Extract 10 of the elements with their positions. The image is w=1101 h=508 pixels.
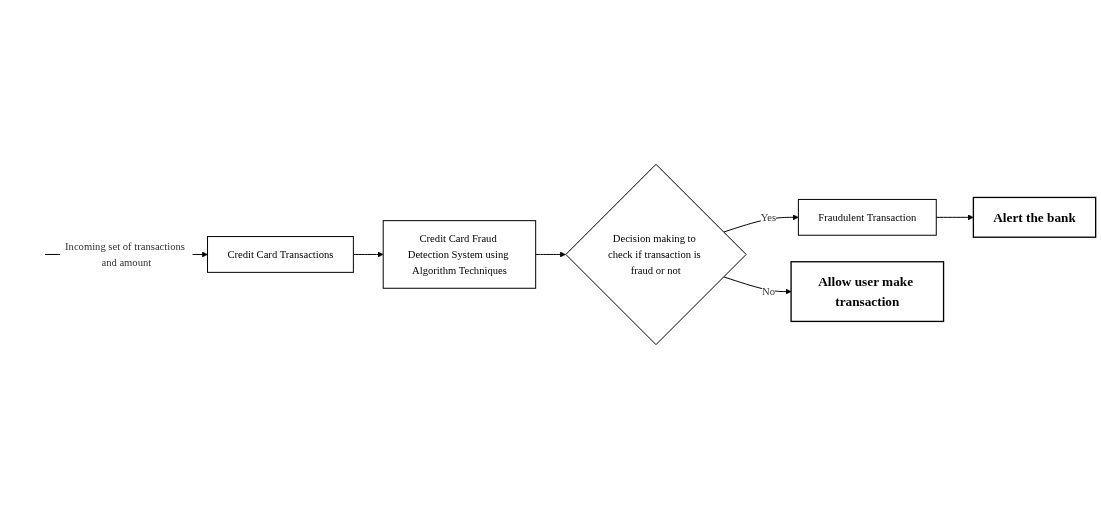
node-box: Credit Card Fraud Detection System using Algorithm Techniques — [382, 219, 537, 289]
node-diamond: Decision making to check if transaction is fraud or not — [565, 163, 747, 345]
node-box: Allow user make transaction — [790, 260, 945, 322]
edge-label: Incoming set of transactions and amount — [65, 240, 185, 268]
arrow — [723, 275, 792, 295]
edge-label: Yes — [760, 210, 777, 223]
edge-label: No — [761, 285, 775, 297]
node-box: Credit Card Transactions — [207, 235, 354, 273]
node-box: Fraudulent Transaction — [797, 198, 937, 236]
node-box: Alert the bank — [972, 196, 1097, 238]
